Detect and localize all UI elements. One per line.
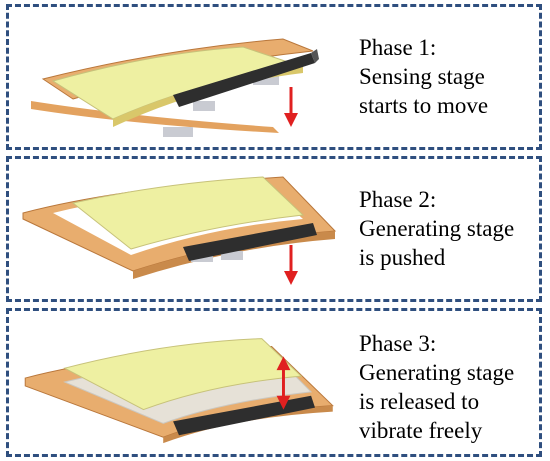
phase-2-panel: Phase 2: Generating stage is pushed <box>6 156 542 302</box>
plate <box>63 338 303 411</box>
spacer <box>193 101 215 111</box>
phase-3-illustration <box>24 338 334 444</box>
phase-2-caption: Phase 2: Generating stage is pushed <box>359 185 544 272</box>
frame-edge <box>133 231 335 279</box>
spacer <box>163 127 193 137</box>
spacer <box>221 251 243 260</box>
phase-3-caption: Phase 3: Generating stage is released to… <box>359 329 544 445</box>
phase-line: Generating stage <box>359 360 515 385</box>
phase-line: starts to move <box>359 93 489 118</box>
phase-line: is released to <box>359 389 480 414</box>
phase-title: Phase 3: <box>359 331 437 356</box>
bar <box>173 53 315 107</box>
phase-line: vibrate freely <box>359 418 483 443</box>
down-arrow-icon <box>284 245 298 285</box>
phase-line: Generating stage <box>359 216 515 241</box>
down-arrow-icon <box>284 87 298 127</box>
phase-title: Phase 2: <box>359 187 437 212</box>
phase-1-panel: Phase 1: Sensing stage starts to move <box>6 4 542 150</box>
spacer <box>253 75 279 85</box>
phase-2-illustration <box>22 176 337 285</box>
double-arrow-icon <box>276 356 291 410</box>
phase-line: is pushed <box>359 245 446 270</box>
phase-3-panel: Phase 3: Generating stage is released to… <box>6 308 542 457</box>
phase-1-caption: Phase 1: Sensing stage starts to move <box>359 33 544 120</box>
frame-edge <box>163 405 333 444</box>
phase-title: Phase 1: <box>359 35 437 60</box>
bar <box>173 395 316 436</box>
bar-end <box>311 49 319 63</box>
frame-strip <box>31 101 279 133</box>
plate <box>71 176 305 250</box>
phase-line: Sensing stage <box>359 64 485 89</box>
phase-1-illustration <box>31 38 319 137</box>
bar <box>183 223 317 261</box>
